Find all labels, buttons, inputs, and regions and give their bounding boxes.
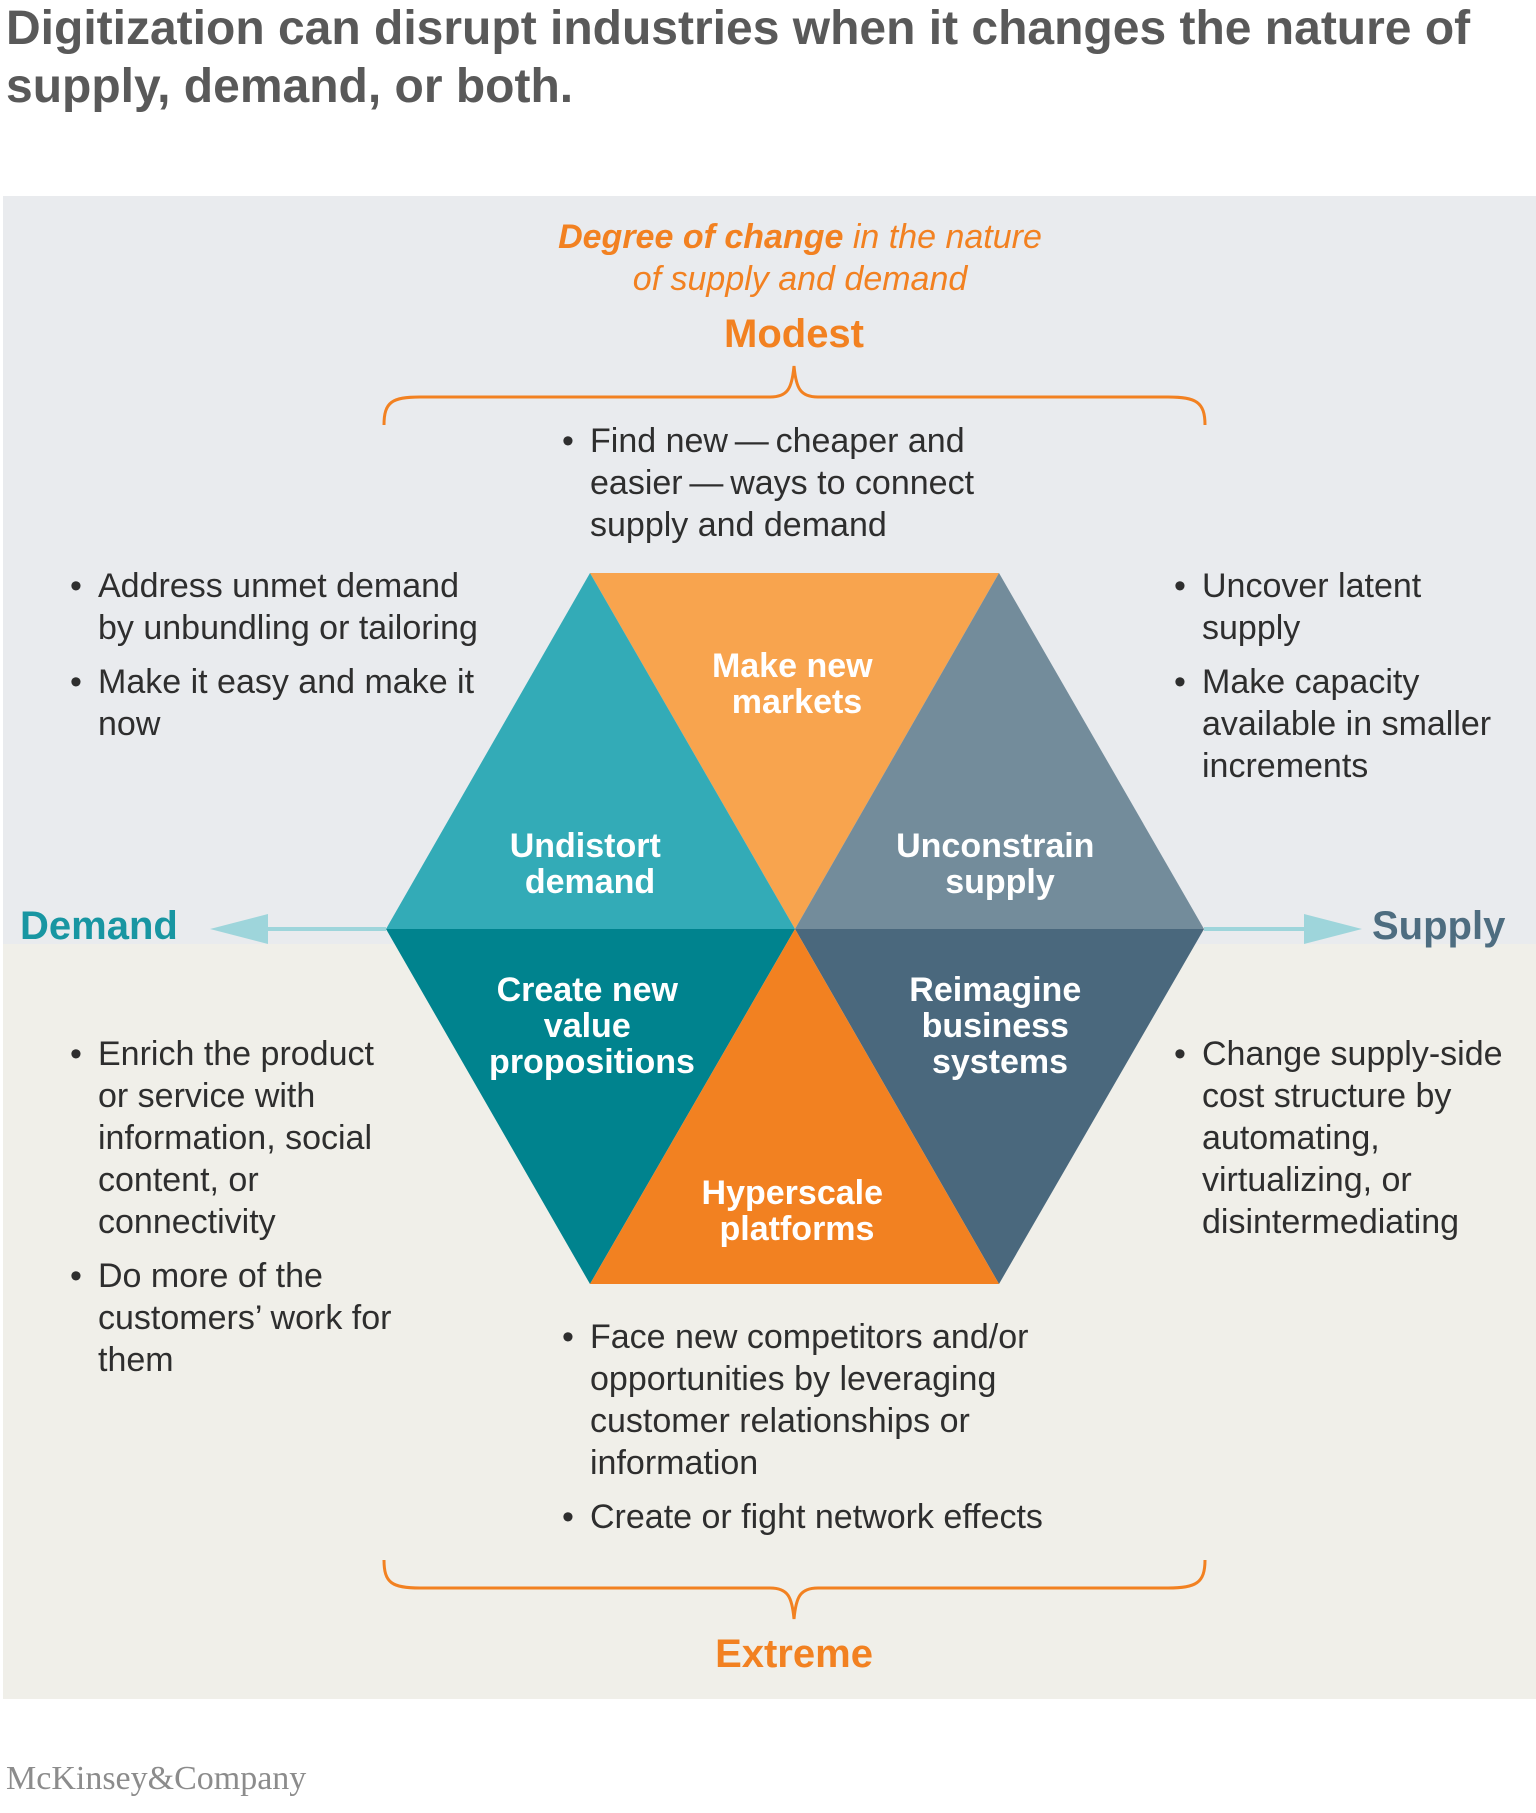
bullets-create-new-value-propositions: Enrich the product or service with infor… — [70, 1033, 410, 1393]
axis-label-supply: Supply — [1372, 904, 1506, 948]
bullet-item: Uncover latent supply — [1174, 565, 1514, 649]
subtitle-rest: in the nature — [843, 218, 1042, 256]
mckinsey-logo: McKinsey&Company — [6, 1760, 307, 1797]
segment-hyperscale-platforms — [590, 929, 999, 1284]
axis-label-demand: Demand — [20, 904, 178, 948]
scale-label-extreme: Extreme — [715, 1632, 873, 1676]
bullets-hyperscale-platforms: Face new competitors and/or opportunitie… — [562, 1316, 1082, 1550]
bullet-item: Make it easy and make it now — [70, 661, 490, 745]
segment-undistort-demand — [386, 573, 795, 929]
bullet-item: Face new competitors and/or opportunitie… — [562, 1316, 1082, 1484]
segment-create-new-value-propositions — [386, 929, 795, 1284]
bullets-make-new-markets: Find new — cheaper and easier — ways to … — [562, 420, 1022, 558]
segment-reimagine-business-systems — [795, 929, 1204, 1284]
brace-bottom — [382, 1559, 1207, 1620]
bullets-reimagine-business-systems: Change supply-side cost structure by aut… — [1174, 1033, 1514, 1255]
page-title: Digitization can disrupt industries when… — [6, 2, 1471, 113]
label-unconstrain-supply: Unconstrain supply — [896, 827, 1104, 901]
scale-label-modest: Modest — [724, 312, 864, 356]
demand-axis-arrowhead — [210, 914, 268, 944]
bullet-item: Make capacity available in smaller incre… — [1174, 661, 1514, 787]
bullet-item: Change supply-side cost structure by aut… — [1174, 1033, 1514, 1243]
label-hyperscale-platforms: Hyperscale platforms — [702, 1174, 893, 1248]
label-create-new-value-propositions: Create new value propositions — [489, 971, 695, 1081]
bullet-item: Enrich the product or service with infor… — [70, 1033, 410, 1243]
label-reimagine-business-systems: Reimagine business systems — [909, 971, 1090, 1081]
brace-top — [382, 365, 1207, 426]
diagram-subtitle: Degree of change in the nature of supply… — [480, 216, 1120, 300]
bullet-item: Find new — cheaper and easier — ways to … — [562, 420, 1022, 546]
label-undistort-demand: Undistort demand — [510, 827, 671, 901]
segment-unconstrain-supply — [795, 573, 1204, 929]
bullets-unconstrain-supply: Uncover latent supply Make capacity avai… — [1174, 565, 1514, 799]
bullet-item: Do more of the customers’ work for them — [70, 1255, 410, 1381]
label-make-new-markets: Make new markets — [712, 647, 882, 721]
bullets-undistort-demand: Address unmet demand by unbundling or ta… — [70, 565, 490, 757]
subtitle-emphasis: Degree of change — [558, 218, 844, 256]
supply-axis-arrowhead — [1304, 914, 1362, 944]
bullet-item: Create or fight network effects — [562, 1496, 1082, 1538]
subtitle-line2: of supply and demand — [632, 260, 968, 298]
segment-make-new-markets — [590, 573, 999, 929]
bullet-item: Address unmet demand by unbundling or ta… — [70, 565, 490, 649]
